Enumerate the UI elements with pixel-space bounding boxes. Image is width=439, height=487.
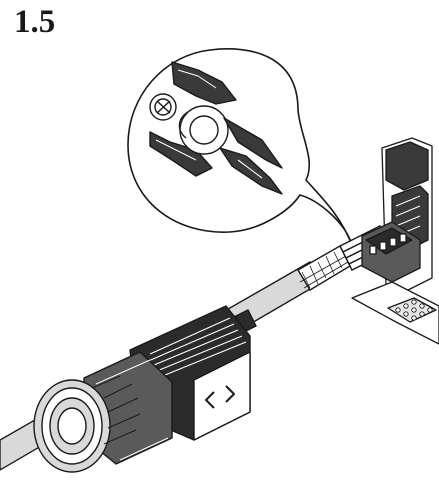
callout-bubble [127, 48, 353, 246]
step-number: 1.5 [14, 4, 56, 40]
cable-connector-icon [33, 305, 257, 473]
terminal-block-icon [351, 137, 439, 345]
callout-outline [127, 48, 353, 246]
wire-cutter-pliers-icon [149, 61, 283, 195]
